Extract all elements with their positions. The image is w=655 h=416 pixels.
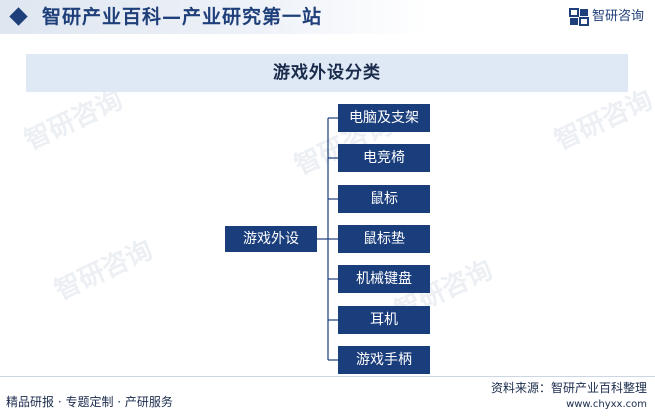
child-node-mechanical-keyboard: 机械键盘 (338, 265, 430, 293)
footer-url: www.chyxx.com (566, 399, 647, 410)
child-node-gamepad: 游戏手柄 (338, 346, 430, 374)
footer-services: 精品研报 · 专题定制 · 产研服务 (6, 395, 173, 409)
child-node-mouse: 鼠标 (338, 185, 430, 213)
diagram-title-band: 游戏外设分类 (26, 54, 628, 92)
child-node-gaming-chair: 电竞椅 (338, 144, 430, 172)
root-node: 游戏外设 (225, 226, 317, 252)
child-node-mouse-pad: 鼠标垫 (338, 225, 430, 253)
child-node-headphones: 耳机 (338, 306, 430, 334)
header-background (0, 0, 430, 34)
child-node-pc-stand: 电脑及支架 (338, 104, 430, 132)
diagram-title: 游戏外设分类 (273, 63, 381, 83)
brand-name: 智研咨询 (592, 9, 645, 24)
brand-logo-icon (569, 8, 589, 26)
footer-source: 资料来源：智研产业百科整理 (490, 381, 647, 395)
header-bar: 智研产业百科—产业研究第一站 智研咨询 (0, 0, 655, 34)
footer-divider (0, 376, 655, 377)
site-title: 智研产业百科—产业研究第一站 (42, 6, 323, 28)
